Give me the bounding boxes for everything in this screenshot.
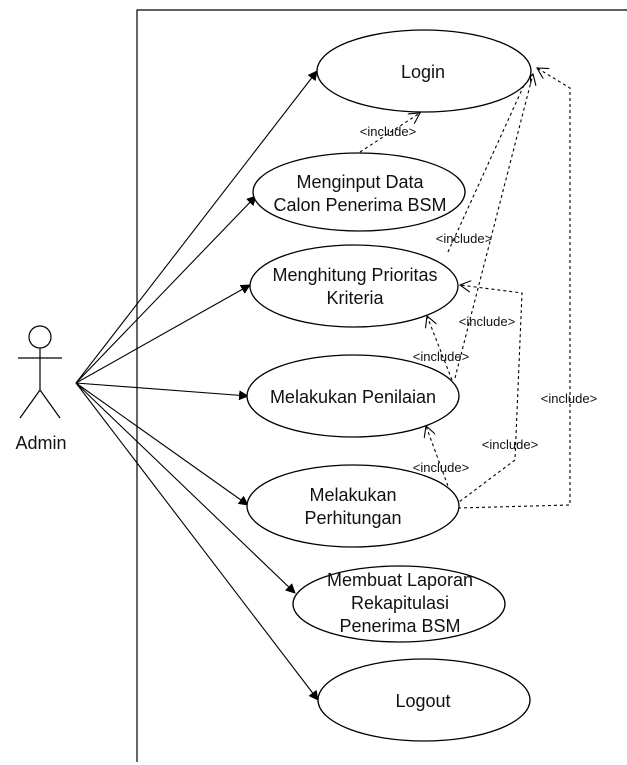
assoc-login xyxy=(75,70,318,384)
use-case-membuat-laporan[interactable]: Membuat Laporan Rekapitulasi Penerima BS… xyxy=(292,565,506,643)
use-case-login[interactable]: Login xyxy=(316,29,532,113)
assoc-input xyxy=(75,195,257,384)
include-label: <include> xyxy=(459,314,515,329)
actor-admin[interactable]: Admin xyxy=(15,325,67,453)
use-case-menghitung-prioritas-label: Menghitung Prioritas xyxy=(272,265,437,285)
use-case-melakukan-penilaian-label: Melakukan Penilaian xyxy=(270,387,436,407)
include-label: <include> xyxy=(413,349,469,364)
assoc-nilai xyxy=(75,382,249,401)
actor-label: Admin xyxy=(15,433,66,453)
use-case-melakukan-perhitungan[interactable]: Melakukan Perhitungan xyxy=(246,464,460,548)
use-case-melakukan-penilaian[interactable]: Melakukan Penilaian xyxy=(246,354,460,438)
include-label: <include> xyxy=(541,391,597,406)
include-perhitungan-hitung xyxy=(454,285,523,506)
include-perhitungan-nilai xyxy=(426,426,453,498)
use-case-login-label: Login xyxy=(401,62,445,82)
use-case-menginput-data-label: Calon Penerima BSM xyxy=(273,195,446,215)
include-labels: <include> <include> <include> <include> … xyxy=(360,124,597,475)
assoc-hitung xyxy=(75,284,251,384)
use-case-logout[interactable]: Logout xyxy=(317,658,531,742)
assoc-logout xyxy=(75,382,319,701)
include-label: <include> xyxy=(360,124,416,139)
use-case-menginput-data[interactable]: Menginput Data Calon Penerima BSM xyxy=(252,152,466,232)
assoc-perhitungan xyxy=(75,382,249,506)
include-label: <include> xyxy=(482,437,538,452)
assoc-laporan xyxy=(75,382,296,594)
use-case-menghitung-prioritas[interactable]: Menghitung Prioritas Kriteria xyxy=(249,244,459,328)
use-case-menghitung-prioritas-label: Kriteria xyxy=(326,288,384,308)
use-case-membuat-laporan-label: Rekapitulasi xyxy=(351,593,449,613)
include-label: <include> xyxy=(436,231,492,246)
use-case-melakukan-perhitungan-label: Perhitungan xyxy=(304,508,401,528)
use-case-membuat-laporan-label: Membuat Laporan xyxy=(327,570,473,590)
actor-head xyxy=(28,325,52,349)
use-case-logout-label: Logout xyxy=(395,691,450,711)
include-label: <include> xyxy=(413,460,469,475)
include-hitung-login xyxy=(447,72,530,253)
actor-right-leg xyxy=(39,389,61,419)
include-nilai-login xyxy=(454,74,533,379)
actor-left-leg xyxy=(19,389,41,419)
use-case-melakukan-perhitungan-label: Melakukan xyxy=(309,485,396,505)
associations xyxy=(75,70,319,701)
system-boundary xyxy=(136,9,627,762)
use-case-menginput-data-label: Menginput Data xyxy=(296,172,424,192)
include-perhitungan-login xyxy=(457,68,571,509)
include-dependencies xyxy=(359,68,571,509)
use-case-membuat-laporan-label: Penerima BSM xyxy=(339,616,460,636)
